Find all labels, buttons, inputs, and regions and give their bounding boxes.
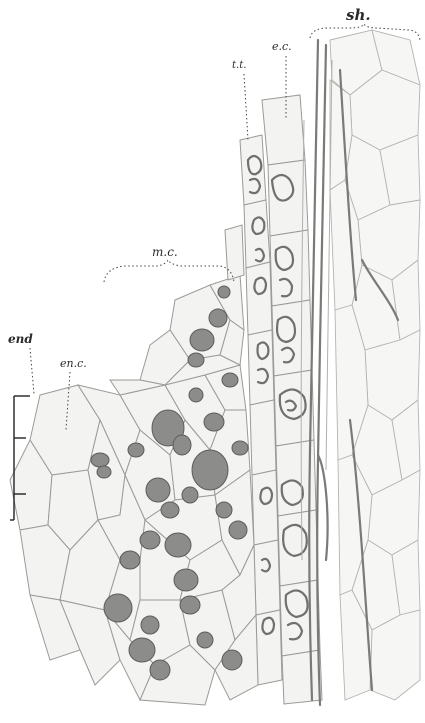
label-sheath: sh.: [346, 6, 371, 24]
label-mycorrhizal-cells: m.c.: [152, 245, 178, 259]
label-tt-group: t.t.: [232, 60, 248, 140]
label-endodermal-cells: en.c.: [60, 357, 87, 370]
label-epidermal-cells: e.c.: [272, 40, 292, 53]
label-endodermis: end: [8, 332, 33, 346]
label-mc-group: m.c.: [104, 245, 234, 282]
label-tt: t.t.: [232, 60, 246, 71]
